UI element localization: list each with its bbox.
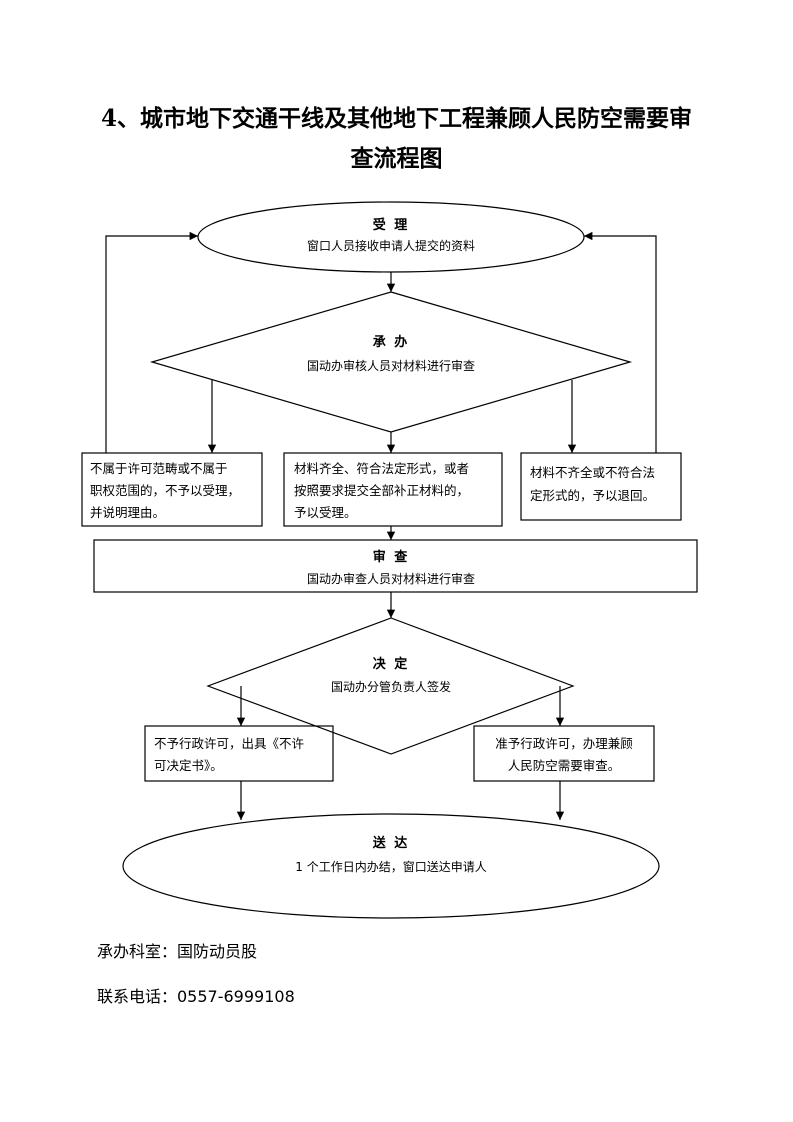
- accept-complete-line-2: 按照要求提交全部补正材料的，: [294, 483, 469, 498]
- accept-ellipse: [197, 201, 585, 273]
- deliver-body: 1 个工作日内办结，窗口送达申请人: [295, 859, 486, 874]
- decide-body: 国动办分管负责人签发: [331, 679, 451, 694]
- handle-body: 国动办审核人员对材料进行审查: [307, 358, 475, 373]
- reject-scope-line-1: 不属于许可范畴或不属于: [90, 461, 228, 476]
- grant-permit-line-2: 人民防空需要审查。: [508, 758, 621, 773]
- deliver-ellipse: [122, 813, 660, 919]
- review-heading: 审 查: [373, 549, 410, 565]
- department-info: 承办科室：国防动员股: [97, 942, 258, 961]
- deny-permit-line-2: 可决定书》。: [154, 758, 223, 773]
- accept-heading: 受 理: [373, 217, 410, 233]
- return-incomplete-line-2: 定形式的，予以退回。: [530, 488, 655, 503]
- reject-scope-box: [81, 452, 263, 527]
- review-box: [93, 539, 698, 593]
- grant-permit-line-1: 准予行政许可，办理兼顾: [495, 736, 633, 751]
- diagram-title-line-2: 查流程图: [350, 145, 443, 172]
- handle-heading: 承 办: [373, 334, 410, 350]
- reject-scope-line-2: 职权范围的，不予以受理，: [90, 483, 240, 498]
- accept-complete-line-1: 材料齐全、符合法定形式，或者: [294, 461, 469, 476]
- decide-heading: 决 定: [373, 656, 410, 672]
- return-incomplete-box: [520, 452, 682, 521]
- arrow-return-back-to-accept: [584, 231, 657, 453]
- deny-permit-line-1: 不予行政许可，出具《不许: [154, 736, 304, 751]
- reject-scope-line-3: 并说明理由。: [90, 505, 165, 520]
- review-body: 国动办审查人员对材料进行审查: [307, 571, 475, 586]
- decide-diamond: [206, 617, 575, 755]
- grant-permit-box: [473, 725, 655, 782]
- arrow-reject-back-to-accept: [105, 231, 198, 453]
- diagram-title-line-1: 4、城市地下交通干线及其他地下工程兼顾人民防空需要审: [100, 105, 692, 132]
- return-incomplete-line-1: 材料不齐全或不符合法: [530, 465, 655, 480]
- deny-permit-box: [144, 725, 334, 782]
- accept-complete-line-3: 予以受理。: [294, 505, 357, 520]
- phone-info: 联系电话：0557-6999108: [97, 987, 295, 1006]
- accept-body: 窗口人员接收申请人提交的资料: [307, 238, 475, 253]
- deliver-heading: 送 达: [372, 835, 410, 851]
- accept-complete-box: [283, 452, 503, 527]
